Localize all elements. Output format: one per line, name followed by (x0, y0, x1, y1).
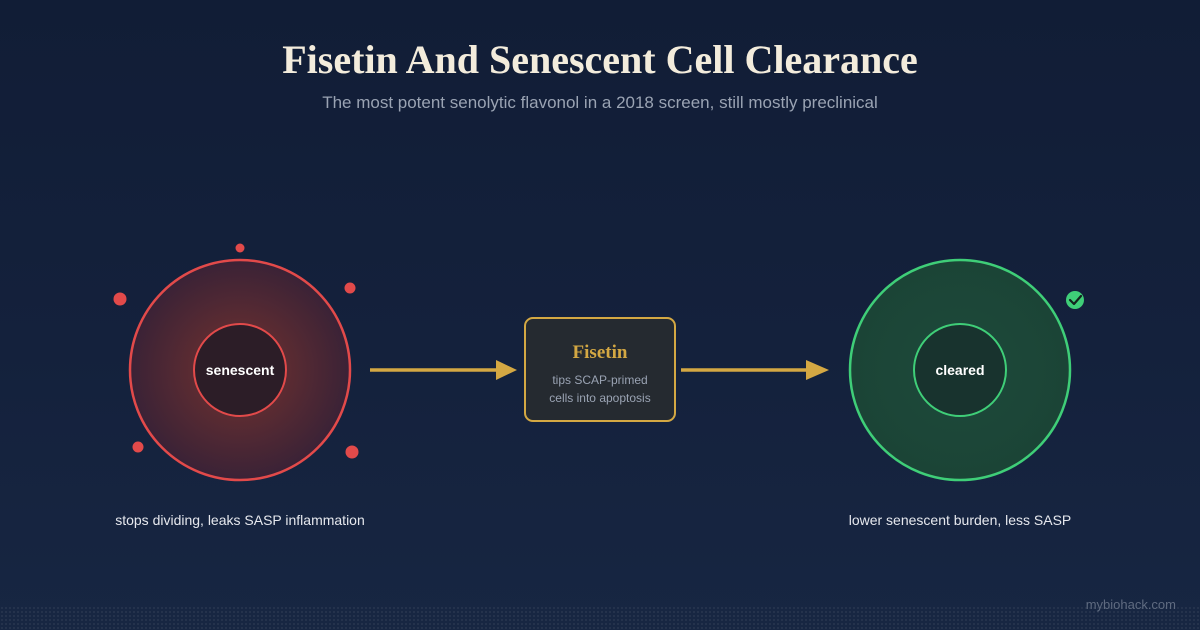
cleared-cell-label: cleared (935, 362, 984, 378)
fisetin-box-frame (524, 317, 676, 422)
footer-texture (0, 606, 1200, 630)
cleared-cell-nucleus (913, 323, 1007, 417)
cleared-cell: cleared (848, 258, 1084, 482)
fisetin-box: Fisetin tips SCAP-primed cells into apop… (524, 317, 676, 422)
sasp-particle-icon (344, 282, 356, 294)
sasp-particle-icon (345, 445, 359, 459)
sasp-particle-icon (113, 292, 127, 306)
fisetin-description-line2: cells into apoptosis (549, 391, 650, 405)
sasp-particle-icon (132, 441, 144, 453)
senescent-cell: senescent (113, 243, 359, 482)
page-title: Fisetin And Senescent Cell Clearance (282, 37, 918, 82)
check-circle-icon (1066, 291, 1084, 309)
senescent-cell-label: senescent (206, 362, 275, 378)
fisetin-title: Fisetin (573, 342, 628, 363)
cleared-caption: lower senescent burden, less SASP (848, 512, 1072, 528)
senescent-cell-nucleus (193, 323, 287, 417)
fisetin-description-line1: tips SCAP-primed (552, 373, 647, 387)
senescent-caption: stops dividing, leaks SASP inflammation (115, 512, 365, 528)
page-subtitle: The most potent senolytic flavonol in a … (322, 93, 878, 112)
arrow-to-fisetin (370, 360, 517, 380)
sasp-particle-icon (235, 243, 245, 253)
arrow-to-cleared (681, 360, 829, 380)
watermark: mybiohack.com (1085, 597, 1176, 612)
